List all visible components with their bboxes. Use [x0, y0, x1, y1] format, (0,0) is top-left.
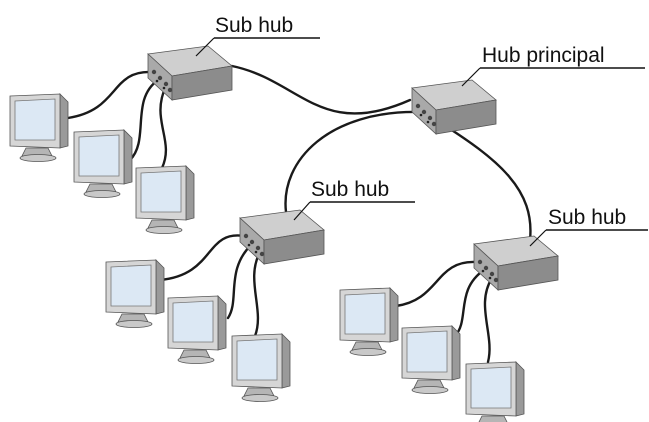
label-sub-hub-top: Sub hub	[215, 14, 293, 37]
label-sub-hub-middle: Sub hub	[311, 178, 389, 201]
computer-monitor	[9, 93, 69, 162]
trunk-cable	[434, 118, 532, 242]
computer-monitor	[73, 129, 133, 198]
computer-monitor	[465, 361, 525, 422]
drop-cable	[252, 250, 262, 338]
computer-monitor	[231, 333, 291, 402]
sub-hub-right	[473, 235, 559, 291]
computer-monitor	[167, 295, 227, 364]
drop-cable	[159, 84, 168, 170]
drop-cable	[483, 276, 494, 364]
sub-hub-top	[147, 45, 233, 101]
trunk-cable	[230, 64, 412, 115]
label-sub-hub-middle-group: Sub hub	[293, 178, 415, 221]
label-hub-principal: Hub principal	[482, 44, 605, 67]
drop-cable	[158, 234, 246, 282]
cables	[66, 64, 532, 364]
computer-monitor	[401, 325, 461, 394]
hub-principal	[411, 79, 497, 135]
label-sub-hub-right: Sub hub	[548, 206, 626, 229]
drop-cable	[128, 78, 160, 162]
computer-monitor	[339, 287, 399, 356]
drop-cable	[394, 260, 478, 308]
trunk-cable	[284, 110, 422, 214]
label-hub-principal-group: Hub principal	[461, 44, 645, 87]
computer-monitor	[105, 259, 165, 328]
label-sub-hub-right-group: Sub hub	[529, 206, 648, 247]
drop-cable	[453, 268, 486, 338]
sub-hub-middle	[239, 209, 325, 265]
computer-monitor	[135, 165, 195, 234]
label-sub-hub-top-group: Sub hub	[195, 14, 320, 57]
drop-cable	[66, 70, 154, 120]
drop-cable	[226, 242, 254, 320]
